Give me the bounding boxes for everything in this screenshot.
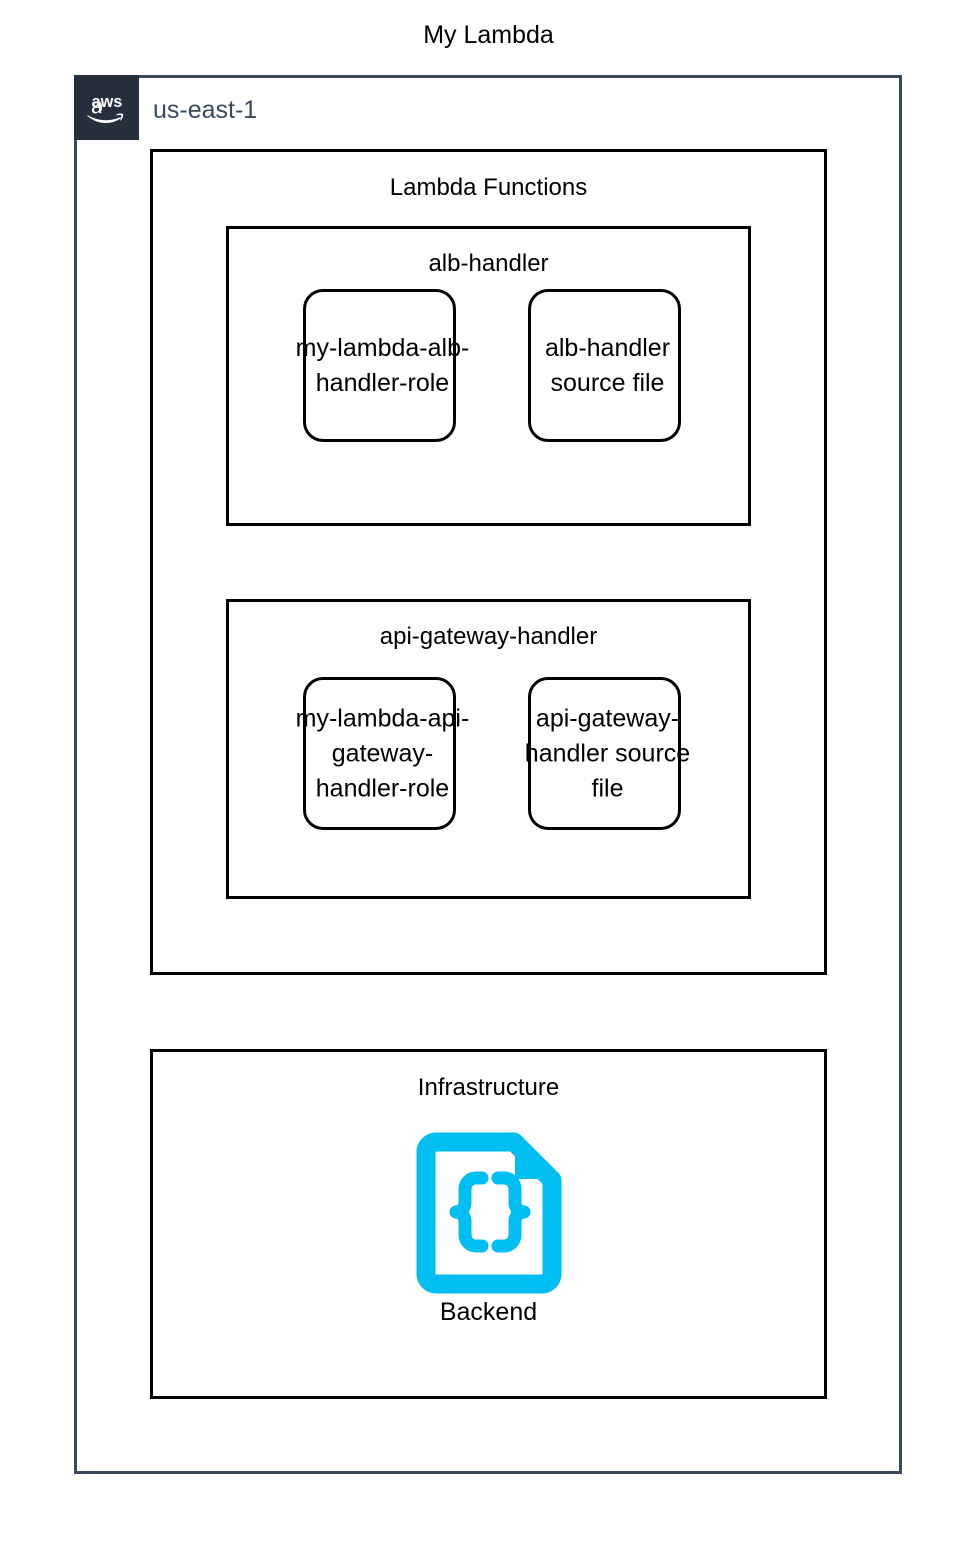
group-infrastructure: Infrastructure Backend [150, 1049, 827, 1399]
node-label-my-lambda-api-gateway-handler-role: my-lambda-api-gateway-handler-role [295, 704, 470, 802]
node-api-gateway-handler-source-file[interactable]: api-gateway-handler source file [525, 677, 690, 830]
group-api-gateway-handler: api-gateway-handler my-lambda-api-gatewa… [226, 599, 751, 899]
group-label-lambda-functions: Lambda Functions [389, 174, 588, 201]
group-label-api-gateway-handler: api-gateway-handler [379, 623, 598, 650]
node-label-alb-handler-source-file: alb-handler source file [544, 333, 671, 397]
page-title: My Lambda [423, 21, 554, 49]
icon-caption-backend: Backend [439, 1298, 538, 1326]
group-label-alb-handler: alb-handler [428, 250, 549, 277]
node-label-api-gateway-handler-source-file: api-gateway-handler source file [524, 704, 691, 802]
group-label-infrastructure: Infrastructure [417, 1074, 560, 1101]
group-alb-handler: alb-handler my-lambda-alb-handler-role a… [226, 226, 751, 526]
node-my-lambda-api-gateway-handler-role[interactable]: my-lambda-api-gateway-handler-role [296, 677, 469, 830]
svg-text:aws: aws [91, 93, 122, 111]
aws-logo-icon: aws [74, 75, 139, 140]
node-alb-handler-source-file[interactable]: alb-handler source file [528, 289, 681, 442]
region-label: us-east-1 [153, 96, 258, 124]
node-my-lambda-alb-handler-role[interactable]: my-lambda-alb-handler-role [296, 289, 469, 442]
json-file-icon[interactable] [414, 1130, 564, 1296]
node-label-my-lambda-alb-handler-role: my-lambda-alb-handler-role [295, 333, 470, 397]
